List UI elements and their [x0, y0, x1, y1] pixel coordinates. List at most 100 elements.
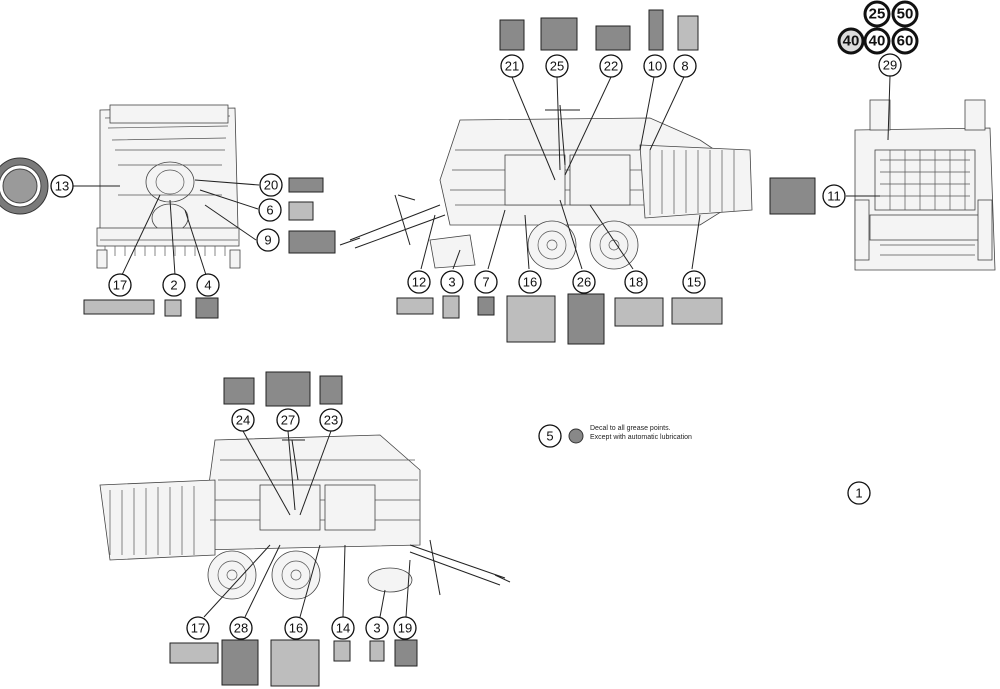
decal-2 — [164, 299, 182, 317]
decal-14 — [333, 640, 351, 662]
speed-sign-60: 60 — [891, 27, 919, 55]
decal-20 — [288, 177, 324, 193]
svg-text:20: 20 — [264, 178, 278, 193]
svg-text:5: 5 — [546, 429, 553, 444]
baler-side-view-right — [339, 104, 753, 270]
svg-text:1: 1 — [855, 486, 862, 501]
svg-text:21: 21 — [505, 59, 519, 74]
svg-text:24: 24 — [236, 413, 250, 428]
decal-7 — [477, 296, 495, 316]
baler-rear-view — [854, 99, 996, 271]
decal-6 — [288, 201, 314, 221]
bottom-leader-lines — [203, 430, 411, 618]
svg-text:2: 2 — [170, 278, 177, 293]
callout-18: 18 — [624, 270, 648, 294]
decal-16-side — [506, 295, 556, 343]
svg-text:40: 40 — [843, 33, 860, 50]
callout-29: 29 — [878, 53, 902, 77]
callout-19: 19 — [393, 616, 417, 640]
svg-text:16: 16 — [523, 275, 537, 290]
callout-27: 27 — [276, 408, 300, 432]
decal-4 — [195, 297, 219, 319]
svg-text:4: 4 — [204, 278, 211, 293]
callout-20: 20 — [259, 173, 283, 197]
callout-12: 12 — [407, 270, 431, 294]
svg-text:25: 25 — [550, 59, 564, 74]
side-leader-lines — [420, 76, 701, 270]
decal-8 — [677, 15, 699, 51]
callout-26: 26 — [572, 270, 596, 294]
svg-text:50: 50 — [897, 6, 914, 23]
svg-text:15: 15 — [687, 275, 701, 290]
svg-text:28: 28 — [234, 621, 248, 636]
svg-text:7: 7 — [482, 275, 489, 290]
speed-sign-50: 50 — [891, 0, 919, 28]
note-line-2: Except with automatic lubrication — [590, 434, 692, 441]
svg-text:6: 6 — [266, 203, 273, 218]
decal-11 — [769, 177, 816, 215]
callout-28: 28 — [229, 616, 253, 640]
callout-8: 8 — [673, 54, 697, 78]
callout-13: 13 — [50, 174, 74, 198]
svg-text:19: 19 — [398, 621, 412, 636]
callout-25: 25 — [545, 54, 569, 78]
decal-15 — [671, 297, 723, 325]
grease-point-icon — [568, 428, 584, 444]
svg-text:17: 17 — [113, 278, 127, 293]
callout-9: 9 — [256, 228, 280, 252]
svg-text:8: 8 — [681, 59, 688, 74]
callout-16-bottom: 16 — [284, 616, 308, 640]
callout-16-side: 16 — [518, 270, 542, 294]
callout-5: 5 — [538, 424, 562, 448]
decal-3-side — [442, 295, 460, 319]
decal-3-bottom — [369, 640, 385, 662]
speed-sign-40-grey: 40 — [837, 27, 865, 55]
decal-28 — [221, 639, 259, 686]
callout-15: 15 — [682, 270, 706, 294]
baler-side-view-left — [99, 434, 511, 600]
callout-4: 4 — [196, 273, 220, 297]
tape-reel-decal — [0, 157, 49, 215]
callout-10: 10 — [643, 54, 667, 78]
note-line-1: Decal to all grease points. — [590, 425, 671, 432]
svg-text:14: 14 — [336, 621, 350, 636]
decal-12 — [396, 297, 434, 315]
speed-sign-25: 25 — [863, 0, 891, 28]
svg-text:23: 23 — [324, 413, 338, 428]
decal-25 — [540, 17, 578, 51]
callout-21: 21 — [500, 54, 524, 78]
svg-text:29: 29 — [883, 58, 897, 73]
svg-text:27: 27 — [281, 413, 295, 428]
grease-point-note: Decal to all grease points. Except with … — [590, 424, 692, 442]
callout-7: 7 — [474, 270, 498, 294]
svg-text:13: 13 — [55, 179, 69, 194]
callout-11: 11 — [822, 184, 846, 208]
callout-17-bottom: 17 — [186, 616, 210, 640]
decal-24 — [223, 377, 255, 405]
decal-21 — [499, 19, 525, 51]
decal-16-bottom — [270, 639, 320, 687]
callout-22: 22 — [599, 54, 623, 78]
callout-24: 24 — [231, 408, 255, 432]
svg-text:3: 3 — [373, 621, 380, 636]
decal-22 — [595, 25, 631, 51]
decal-10 — [648, 9, 664, 51]
svg-text:26: 26 — [577, 275, 591, 290]
svg-text:40: 40 — [869, 33, 886, 50]
decal-17-front — [83, 299, 155, 315]
svg-text:10: 10 — [648, 59, 662, 74]
decal-9 — [288, 230, 336, 254]
callout-23: 23 — [319, 408, 343, 432]
decal-26 — [567, 293, 605, 345]
svg-text:12: 12 — [412, 275, 426, 290]
callout-17-front: 17 — [108, 273, 132, 297]
svg-text:60: 60 — [897, 33, 914, 50]
decal-18 — [614, 297, 664, 327]
callout-6: 6 — [258, 198, 282, 222]
decal-19 — [394, 639, 418, 667]
svg-text:22: 22 — [604, 59, 618, 74]
svg-text:17: 17 — [191, 621, 205, 636]
speed-sign-40: 40 — [863, 27, 891, 55]
svg-text:25: 25 — [869, 6, 886, 23]
